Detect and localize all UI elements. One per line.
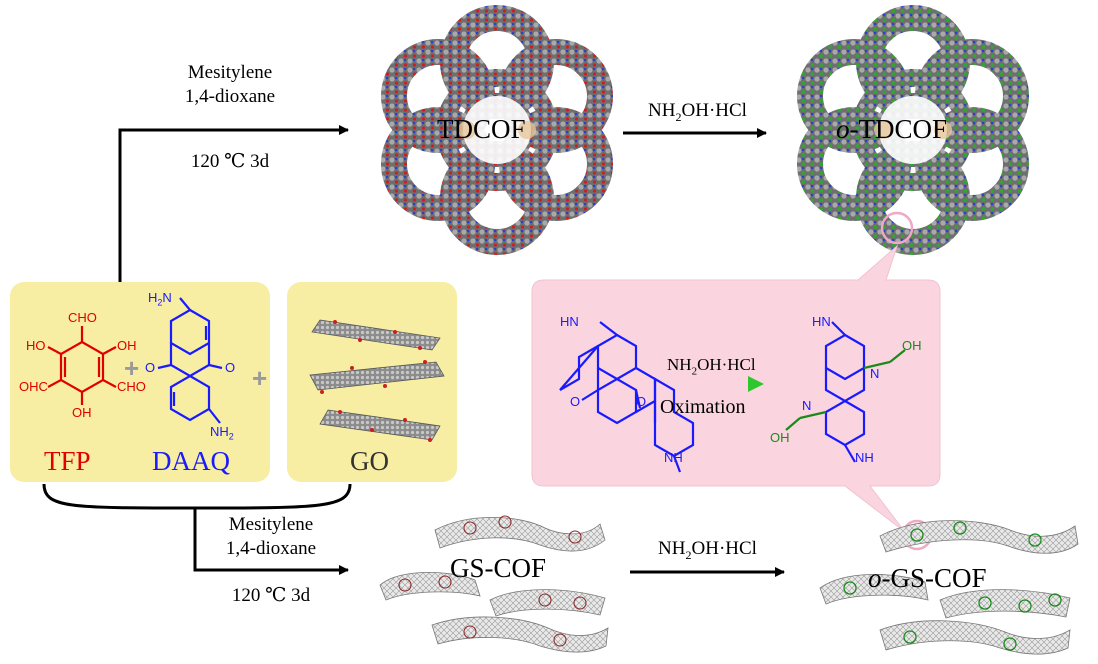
daaq-label: DAAQ	[152, 446, 230, 476]
o-tdcof-structure	[797, 5, 1029, 255]
inset-left-o-right: O	[636, 394, 647, 409]
tfp-oh-bottom: OH	[72, 405, 92, 420]
inset-callout	[531, 244, 941, 533]
go-sheets	[309, 319, 445, 442]
tfp-cho-top: CHO	[68, 310, 97, 325]
o-gs-cof-sheets	[819, 520, 1079, 655]
inset-right-oh-left: OH	[770, 430, 790, 445]
inset-right-hn: HN	[812, 314, 831, 329]
tdcof-label: TDCOF	[437, 114, 526, 144]
plus-sign-2: +	[252, 363, 267, 393]
inset-reaction-name: Oximation	[660, 396, 746, 418]
bottom-route-arrow	[193, 508, 349, 575]
inset-left-nh: NH	[664, 450, 683, 465]
inset-oxime-groups	[785, 349, 906, 431]
tfp-oh-right: OH	[117, 338, 137, 353]
zoom-circle-top	[880, 211, 914, 245]
top-route-arrow	[118, 125, 349, 282]
monomer-bracket	[42, 483, 352, 510]
daaq-structure	[157, 297, 223, 424]
daaq-nh2-top: H2N	[148, 290, 172, 308]
tfp-cho-right: CHO	[117, 379, 146, 394]
top-conditions: 120 ℃ 3d	[190, 151, 270, 172]
tdcof-structure	[381, 5, 613, 255]
daaq-o-right: O	[225, 360, 236, 375]
tfp-oh-left: HO	[26, 338, 46, 353]
inset-right-n-left: N	[802, 398, 812, 413]
inset-reactant-structure	[559, 321, 695, 473]
tfp-label: TFP	[44, 446, 91, 476]
gs-cof-label: GS-COF	[450, 553, 547, 583]
o-tdcof-label: o-TDCOF	[836, 114, 948, 144]
bottom-solvent-2: 1,4-dioxane	[225, 538, 317, 559]
top-solvent-1: Mesitylene	[187, 62, 273, 83]
inset-right-nh: NH	[855, 450, 874, 465]
inset-right-oh-right: OH	[902, 338, 922, 353]
o-gs-cof-label: o-GS-COF	[868, 563, 987, 593]
inset-left-o-left: O	[570, 394, 581, 409]
daaq-o-left: O	[145, 360, 156, 375]
bottom-reagent: NH2OH·HCl	[658, 538, 757, 562]
inset-left-hn: HN	[560, 314, 579, 329]
top-reagent: NH2OH·HCl	[648, 100, 747, 124]
bottom-solvent-1: Mesitylene	[228, 514, 314, 535]
daaq-nh2-bottom: NH2	[210, 424, 234, 442]
plus-sign-1: +	[124, 353, 139, 383]
inset-reagent: NH2OH·HCl	[667, 355, 756, 378]
tfp-cho-left: OHC	[19, 379, 48, 394]
inset-right-n-right: N	[870, 366, 880, 381]
gs-cof-sheets	[379, 515, 609, 653]
top-solvent-2: 1,4-dioxane	[184, 86, 276, 107]
tfp-structure	[47, 326, 117, 405]
bottom-conditions: 120 ℃ 3d	[231, 585, 311, 606]
go-label: GO	[350, 446, 389, 476]
